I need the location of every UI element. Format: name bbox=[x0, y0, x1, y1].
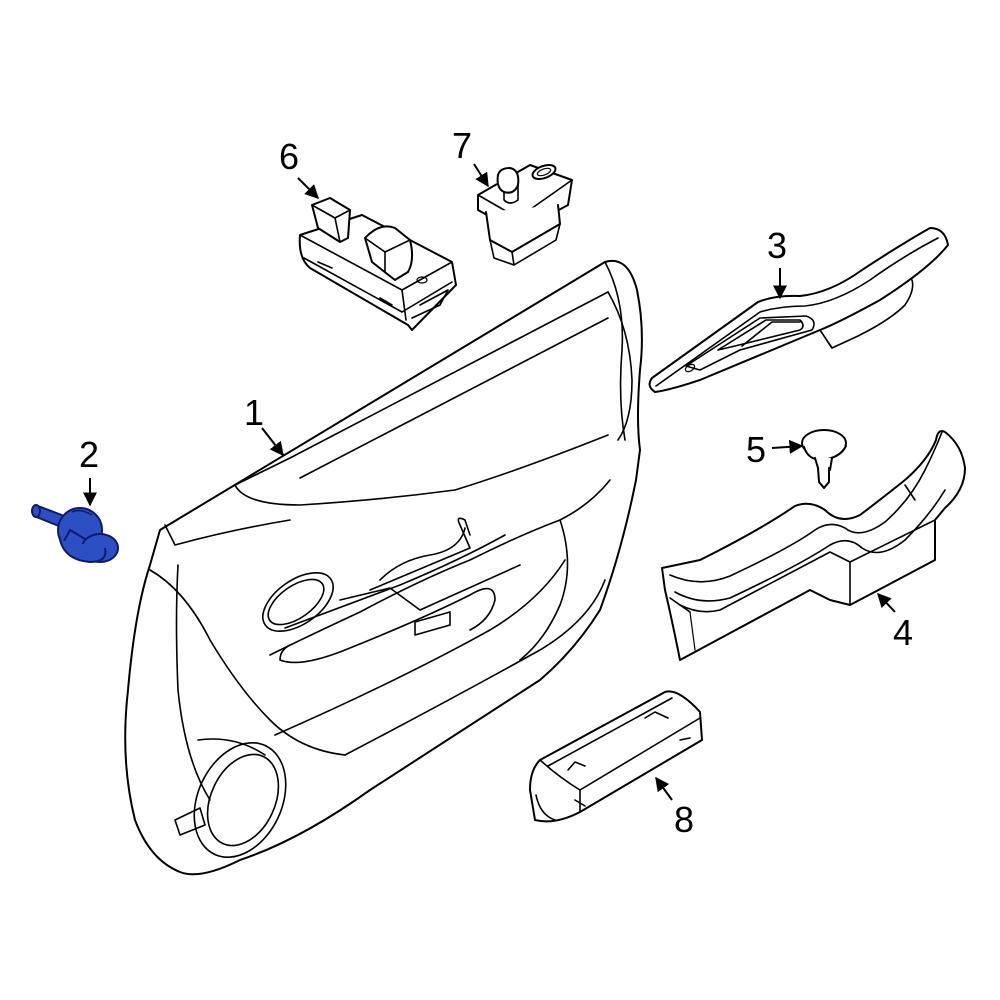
callout-8: 8 bbox=[674, 799, 694, 840]
callout-2: 2 bbox=[79, 434, 99, 475]
trim-clip[interactable] bbox=[801, 429, 847, 489]
leader-6 bbox=[297, 177, 319, 199]
push-clip-highlighted[interactable] bbox=[31, 504, 119, 564]
power-window-switch[interactable] bbox=[298, 197, 457, 331]
callout-6: 6 bbox=[279, 136, 299, 177]
leader-4 bbox=[877, 592, 896, 613]
leader-lines bbox=[83, 163, 896, 801]
mirror-control-switch[interactable] bbox=[477, 162, 573, 266]
armrest-finisher[interactable] bbox=[648, 227, 949, 393]
callout-3: 3 bbox=[767, 225, 787, 266]
callout-7: 7 bbox=[452, 125, 472, 166]
leader-5 bbox=[771, 439, 804, 454]
armrest-pocket[interactable] bbox=[661, 430, 966, 661]
callout-labels: 1 2 3 4 5 6 7 8 bbox=[79, 125, 913, 840]
pull-cup-finisher[interactable] bbox=[529, 690, 703, 823]
leader-1 bbox=[261, 427, 284, 457]
leader-7 bbox=[473, 163, 489, 188]
callout-5: 5 bbox=[746, 429, 766, 470]
callout-1: 1 bbox=[244, 392, 264, 433]
callout-4: 4 bbox=[893, 612, 913, 653]
leader-8 bbox=[655, 776, 673, 801]
door-trim-panel[interactable] bbox=[124, 259, 643, 876]
